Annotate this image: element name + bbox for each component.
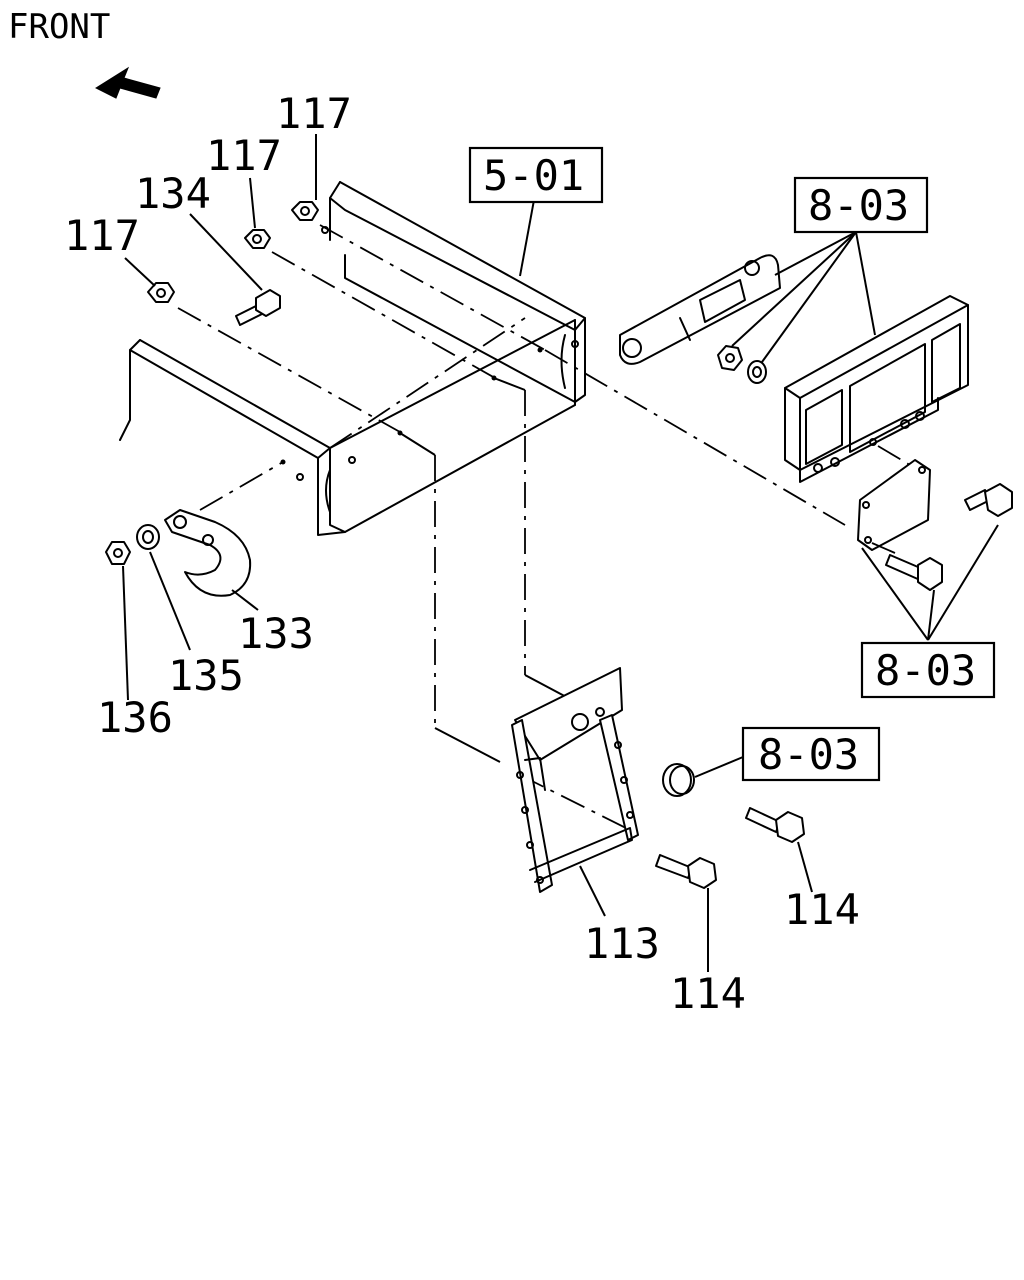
bolt-114-upper — [745, 807, 805, 843]
nut-117-mid — [244, 229, 271, 249]
nut-117-left — [147, 282, 175, 303]
callout-114-lower: 114 — [670, 969, 746, 1018]
ref-box-frame — [468, 146, 604, 204]
callout-117-left: 117 — [64, 211, 140, 260]
lamp-nut — [717, 345, 743, 371]
bracket-113 — [511, 667, 639, 893]
callout-113: 113 — [584, 919, 660, 968]
frame-crossmember — [119, 181, 586, 536]
nut-117-top — [291, 201, 319, 221]
ref-box-lamp-bracket — [860, 641, 996, 699]
callout-135: 135 — [168, 651, 244, 700]
callout-136: 136 — [97, 693, 173, 742]
bolt-114-lower — [655, 854, 717, 889]
callout-117-top: 117 — [276, 89, 352, 138]
grommet — [662, 763, 695, 797]
ref-label-grommet: 8-03 — [758, 730, 859, 779]
lamp-bolt-upper — [964, 483, 1013, 517]
ref-label-lamp-bracket: 8-03 — [875, 646, 976, 695]
ref-box-grommet — [741, 726, 881, 782]
callout-134: 134 — [135, 169, 211, 218]
rear-combination-lamp — [784, 295, 969, 483]
tow-hook-133 — [164, 509, 252, 597]
ref-label-lamp-upper: 8-03 — [808, 181, 909, 230]
lamp-bracket-arm — [619, 254, 781, 365]
bolt-134 — [235, 289, 281, 326]
lamp-washer — [747, 360, 767, 384]
front-label: FRONT — [8, 7, 110, 47]
ref-box-lamp-upper — [793, 176, 929, 234]
lamp-mounting-plate — [857, 459, 931, 551]
callout-133: 133 — [238, 609, 314, 658]
front-arrow-icon — [94, 66, 161, 99]
callout-114-upper: 114 — [784, 885, 860, 934]
callout-117-mid: 117 — [206, 131, 282, 180]
lamp-bolt-lower — [885, 554, 943, 591]
washer-135 — [136, 524, 160, 550]
ref-label-frame: 5-01 — [483, 151, 584, 200]
nut-136 — [105, 541, 131, 565]
